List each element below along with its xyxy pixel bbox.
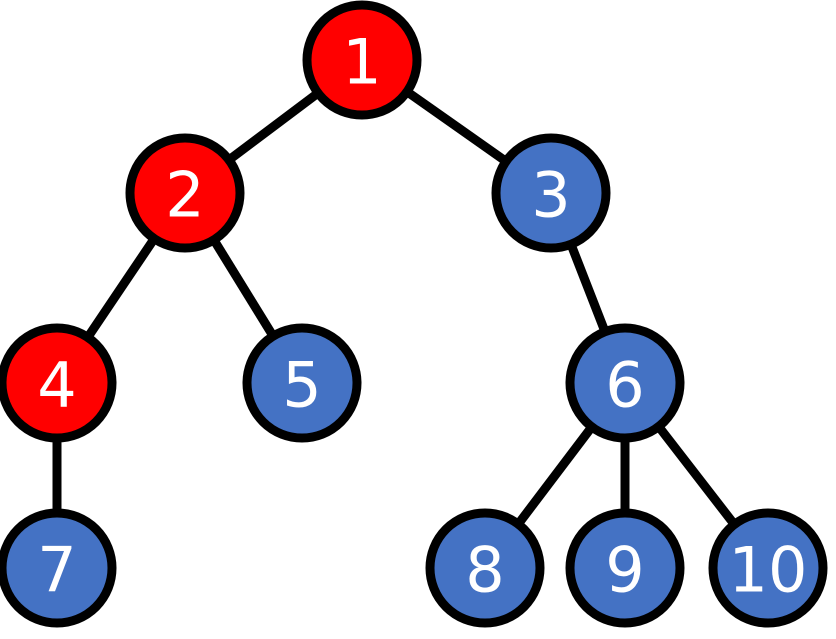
node-circle-5[interactable] bbox=[242, 323, 362, 443]
node-2[interactable]: 2 bbox=[125, 133, 245, 253]
node-circle-7[interactable] bbox=[0, 508, 117, 628]
node-4[interactable]: 4 bbox=[0, 323, 117, 443]
node-5[interactable]: 5 bbox=[242, 323, 362, 443]
node-circle-2[interactable] bbox=[125, 133, 245, 253]
nodes-layer: 1 2 3 4 5 6 7 8 9 10 bbox=[0, 0, 828, 628]
edges-layer bbox=[52, 56, 772, 571]
node-label-1: 1 bbox=[342, 26, 381, 99]
node-1[interactable]: 1 bbox=[302, 0, 422, 120]
node-label-2: 2 bbox=[165, 159, 204, 232]
node-7[interactable]: 7 bbox=[0, 508, 117, 628]
node-circle-4[interactable] bbox=[0, 323, 117, 443]
node-label-7: 7 bbox=[37, 534, 76, 607]
node-10[interactable]: 10 bbox=[708, 508, 828, 628]
node-label-8: 8 bbox=[465, 534, 504, 607]
node-6[interactable]: 6 bbox=[565, 323, 685, 443]
node-label-4: 4 bbox=[37, 349, 76, 422]
node-circle-9[interactable] bbox=[565, 508, 685, 628]
node-3[interactable]: 3 bbox=[491, 133, 611, 253]
node-label-5: 5 bbox=[282, 349, 321, 422]
node-label-6: 6 bbox=[605, 349, 644, 422]
node-circle-6[interactable] bbox=[565, 323, 685, 443]
node-label-9: 9 bbox=[605, 534, 644, 607]
node-circle-1[interactable] bbox=[302, 0, 422, 120]
node-circle-3[interactable] bbox=[491, 133, 611, 253]
node-label-3: 3 bbox=[531, 159, 570, 232]
node-circle-8[interactable] bbox=[425, 508, 545, 628]
node-label-10: 10 bbox=[729, 534, 808, 607]
node-circle-10[interactable] bbox=[708, 508, 828, 628]
node-8[interactable]: 8 bbox=[425, 508, 545, 628]
node-9[interactable]: 9 bbox=[565, 508, 685, 628]
